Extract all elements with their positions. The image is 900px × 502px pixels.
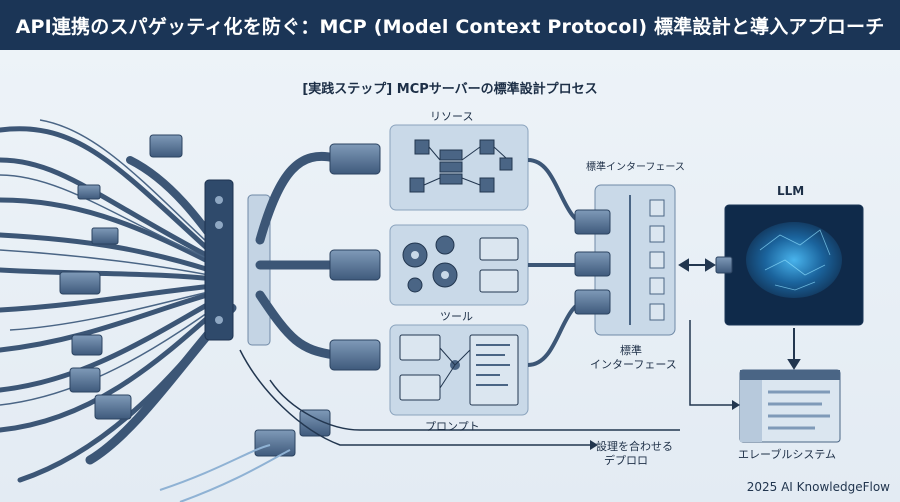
standard-interface-top-label: 標準インターフェース [586,162,685,173]
llm-label: LLM [777,184,805,198]
standard-interface-hub [574,184,676,336]
plug-connectors [59,134,331,457]
external-system-window [739,369,841,443]
diagram-canvas: [実践ステップ] MCPサーバーの標準設計プロセス リソース ツール プロンプト… [0,50,900,502]
light-cables [159,444,291,502]
mcp-architecture-diagram [0,119,864,502]
tangled-cables [0,126,237,483]
footer-credit: 2025 AI KnowledgeFlow [746,480,890,494]
module-cables [255,151,340,360]
system-label: エレーブルシステム [738,448,837,461]
page-title: API連携のスパゲッティ化を防ぐ：MCP (Model Context Prot… [0,0,900,50]
bidirectional-arrow [678,258,716,272]
prompt-module [389,324,529,416]
resource-label: リソース [430,110,474,123]
deploy-lines [239,320,735,446]
diagram-subtitle: [実践ステップ] MCPサーバーの標準設計プロセス [302,82,598,97]
standard-interface-bottom-label-1: 標準 [620,344,642,357]
llm-box [715,204,864,326]
arrowheads [590,400,740,450]
standard-interface-bottom-label-2: インターフェース [590,358,677,371]
deploy-label-2: デプロロ [604,454,648,467]
tool-module [389,224,529,306]
tool-label: ツール [440,310,473,323]
llm-to-system-arrow [787,328,801,370]
deploy-label-1: 設理を合わせる [596,440,673,453]
thin-wires [0,119,229,406]
prompt-label: プロンプト [425,420,480,433]
module-plugs [329,143,381,371]
resource-module [389,124,529,211]
